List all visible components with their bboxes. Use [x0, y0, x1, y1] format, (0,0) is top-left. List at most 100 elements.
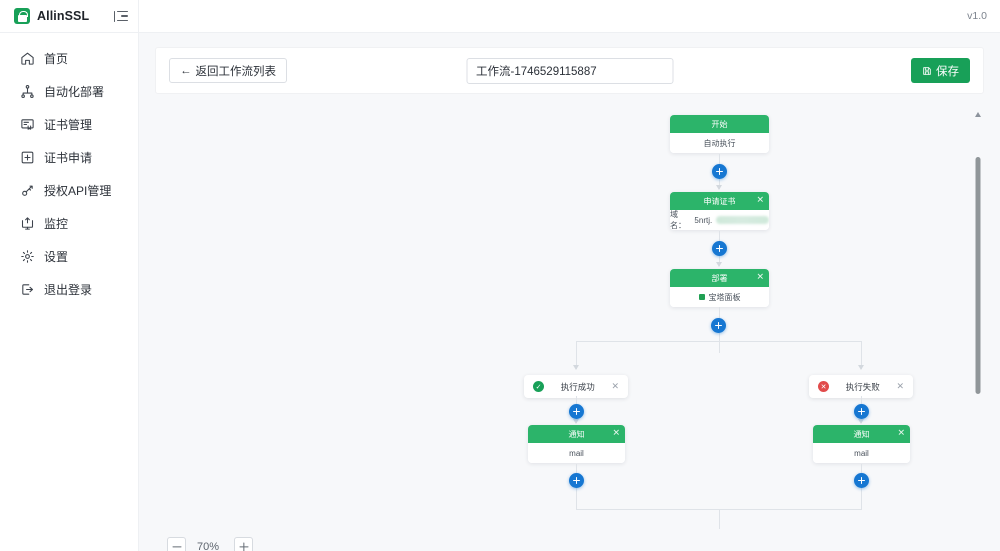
- workflow-node-notify-failure[interactable]: 通知 ✕ mail: [813, 425, 910, 463]
- close-x-icon[interactable]: ✕: [612, 428, 620, 439]
- arrow-left-icon: ←: [180, 64, 192, 77]
- condition-pill: ✕ 执行失败 ✕: [809, 375, 913, 398]
- logout-icon: [20, 282, 35, 297]
- node-subtitle-label: 域名：: [670, 210, 686, 230]
- node-body: 宝塔面板: [670, 287, 769, 307]
- sidebar-item-label: 证书管理: [44, 118, 93, 132]
- add-node-after-notify-failure-button[interactable]: [854, 473, 869, 488]
- sidebar-item-settings[interactable]: 设置: [0, 240, 138, 273]
- sidebar-item-label: 证书申请: [44, 151, 93, 165]
- sidebar-item-api-auth[interactable]: 授权API管理: [0, 174, 138, 207]
- add-node-after-start-button[interactable]: [712, 164, 727, 179]
- add-node-after-branch-failure-button[interactable]: [854, 404, 869, 419]
- save-disk-icon: [922, 66, 932, 76]
- node-body: mail: [528, 443, 625, 463]
- branch-left-line: [576, 341, 577, 369]
- node-subtitle: 宝塔面板: [708, 292, 741, 302]
- workflow-node-deploy[interactable]: 部署 ✕ 宝塔面板: [670, 269, 769, 307]
- key-icon: [20, 183, 35, 198]
- menu-collapse-icon[interactable]: [114, 9, 128, 23]
- workflow-toolbar: ← 返回工作流列表 保存: [155, 47, 984, 94]
- node-subtitle: mail: [569, 448, 584, 458]
- version-label: v1.0: [967, 10, 987, 22]
- connector-arrow: [572, 365, 579, 370]
- main-area: v1.0 ← 返回工作流列表 保存: [139, 0, 1000, 551]
- add-node-after-deploy-button[interactable]: [711, 318, 726, 333]
- zoom-out-button[interactable]: [167, 537, 186, 551]
- add-node-after-apply-cert-button[interactable]: [712, 241, 727, 256]
- sidebar-item-monitor[interactable]: 监控: [0, 207, 138, 240]
- workflow-node-notify-success[interactable]: 通知 ✕ mail: [528, 425, 625, 463]
- node-header: 部署 ✕: [670, 269, 769, 287]
- times-circle-icon: ✕: [818, 381, 829, 392]
- connector-arrow: [857, 365, 864, 370]
- scrollbar-thumb[interactable]: [975, 157, 980, 394]
- node-subtitle-value: 5nrtj.: [694, 215, 713, 225]
- sidebar-item-label: 自动化部署: [44, 85, 105, 99]
- add-node-after-notify-success-button[interactable]: [569, 473, 584, 488]
- workflow-name-wrapper: [466, 57, 673, 84]
- node-header: 申请证书 ✕: [670, 192, 769, 210]
- add-node-after-branch-success-button[interactable]: [569, 404, 584, 419]
- workflow-canvas[interactable]: 开始 自动执行 申请证书 ✕: [155, 107, 984, 551]
- close-x-icon[interactable]: ✕: [611, 381, 619, 392]
- node-title: 通知: [568, 429, 585, 439]
- connector-line: [719, 509, 720, 529]
- back-to-workflow-list-button[interactable]: ← 返回工作流列表: [169, 58, 287, 83]
- workflow-name-input[interactable]: [466, 57, 673, 84]
- brand-name: AllinSSL: [37, 9, 90, 23]
- connector-arrow: [715, 185, 722, 190]
- branch-right-line: [861, 341, 862, 369]
- sidebar-item-label: 退出登录: [44, 283, 93, 297]
- zoom-controls: 70%: [167, 537, 253, 551]
- condition-label: 执行失败: [845, 381, 880, 392]
- node-body: 域名： 5nrtj.: [670, 210, 769, 230]
- back-button-label: 返回工作流列表: [195, 65, 277, 78]
- bt-panel-icon: [698, 294, 705, 300]
- save-button[interactable]: 保存: [911, 58, 970, 83]
- node-card: 通知 ✕ mail: [528, 425, 625, 463]
- node-body: mail: [813, 443, 910, 463]
- sidebar-item-auto-deploy[interactable]: 自动化部署: [0, 75, 138, 108]
- sidebar-item-label: 设置: [44, 250, 69, 264]
- node-header: 开始: [670, 115, 769, 133]
- node-card: 部署 ✕ 宝塔面板: [670, 269, 769, 307]
- masked-domain-icon: [716, 216, 769, 224]
- zoom-in-button[interactable]: [234, 537, 253, 551]
- node-title: 通知: [853, 429, 870, 439]
- node-header: 通知 ✕: [813, 425, 910, 443]
- sidebar-item-home[interactable]: 首页: [0, 42, 138, 75]
- sidebar-item-label: 授权API管理: [44, 184, 112, 198]
- monitor-icon: [20, 216, 35, 231]
- workflow-node-start[interactable]: 开始 自动执行: [670, 115, 769, 153]
- node-title: 开始: [711, 119, 728, 129]
- content-area: ← 返回工作流列表 保存: [139, 33, 1000, 551]
- sidebar-item-logout[interactable]: 退出登录: [0, 273, 138, 306]
- gear-icon: [20, 249, 35, 264]
- brand-header: AllinSSL: [0, 0, 138, 33]
- close-x-icon[interactable]: ✕: [896, 381, 904, 392]
- sidebar: AllinSSL 首页: [0, 0, 139, 551]
- home-icon: [20, 51, 35, 66]
- workflow-node-branch-failure[interactable]: ✕ 执行失败 ✕: [809, 375, 913, 398]
- sidebar-item-cert-manage[interactable]: 证书管理: [0, 108, 138, 141]
- node-subtitle: mail: [854, 448, 869, 458]
- sidebar-item-label: 监控: [44, 217, 69, 231]
- condition-label: 执行成功: [560, 381, 595, 392]
- close-x-icon[interactable]: ✕: [756, 272, 764, 283]
- sidebar-item-cert-apply[interactable]: 证书申请: [0, 141, 138, 174]
- workflow-canvas-wrapper[interactable]: 开始 自动执行 申请证书 ✕: [155, 107, 984, 551]
- connector-arrow: [857, 419, 864, 424]
- node-card: 通知 ✕ mail: [813, 425, 910, 463]
- workflow-node-apply-cert[interactable]: 申请证书 ✕ 域名： 5nrtj.: [670, 192, 769, 230]
- canvas-scrollbar[interactable]: [973, 107, 982, 551]
- sidebar-item-label: 首页: [44, 52, 69, 66]
- caret-up-icon[interactable]: [974, 112, 981, 117]
- sitemap-icon: [20, 84, 35, 99]
- close-x-icon[interactable]: ✕: [897, 428, 905, 439]
- plus-square-icon: [20, 150, 35, 165]
- workflow-node-branch-success[interactable]: ✓ 执行成功 ✕: [524, 375, 628, 398]
- node-header: 通知 ✕: [528, 425, 625, 443]
- close-x-icon[interactable]: ✕: [756, 195, 764, 206]
- save-button-label: 保存: [936, 65, 959, 78]
